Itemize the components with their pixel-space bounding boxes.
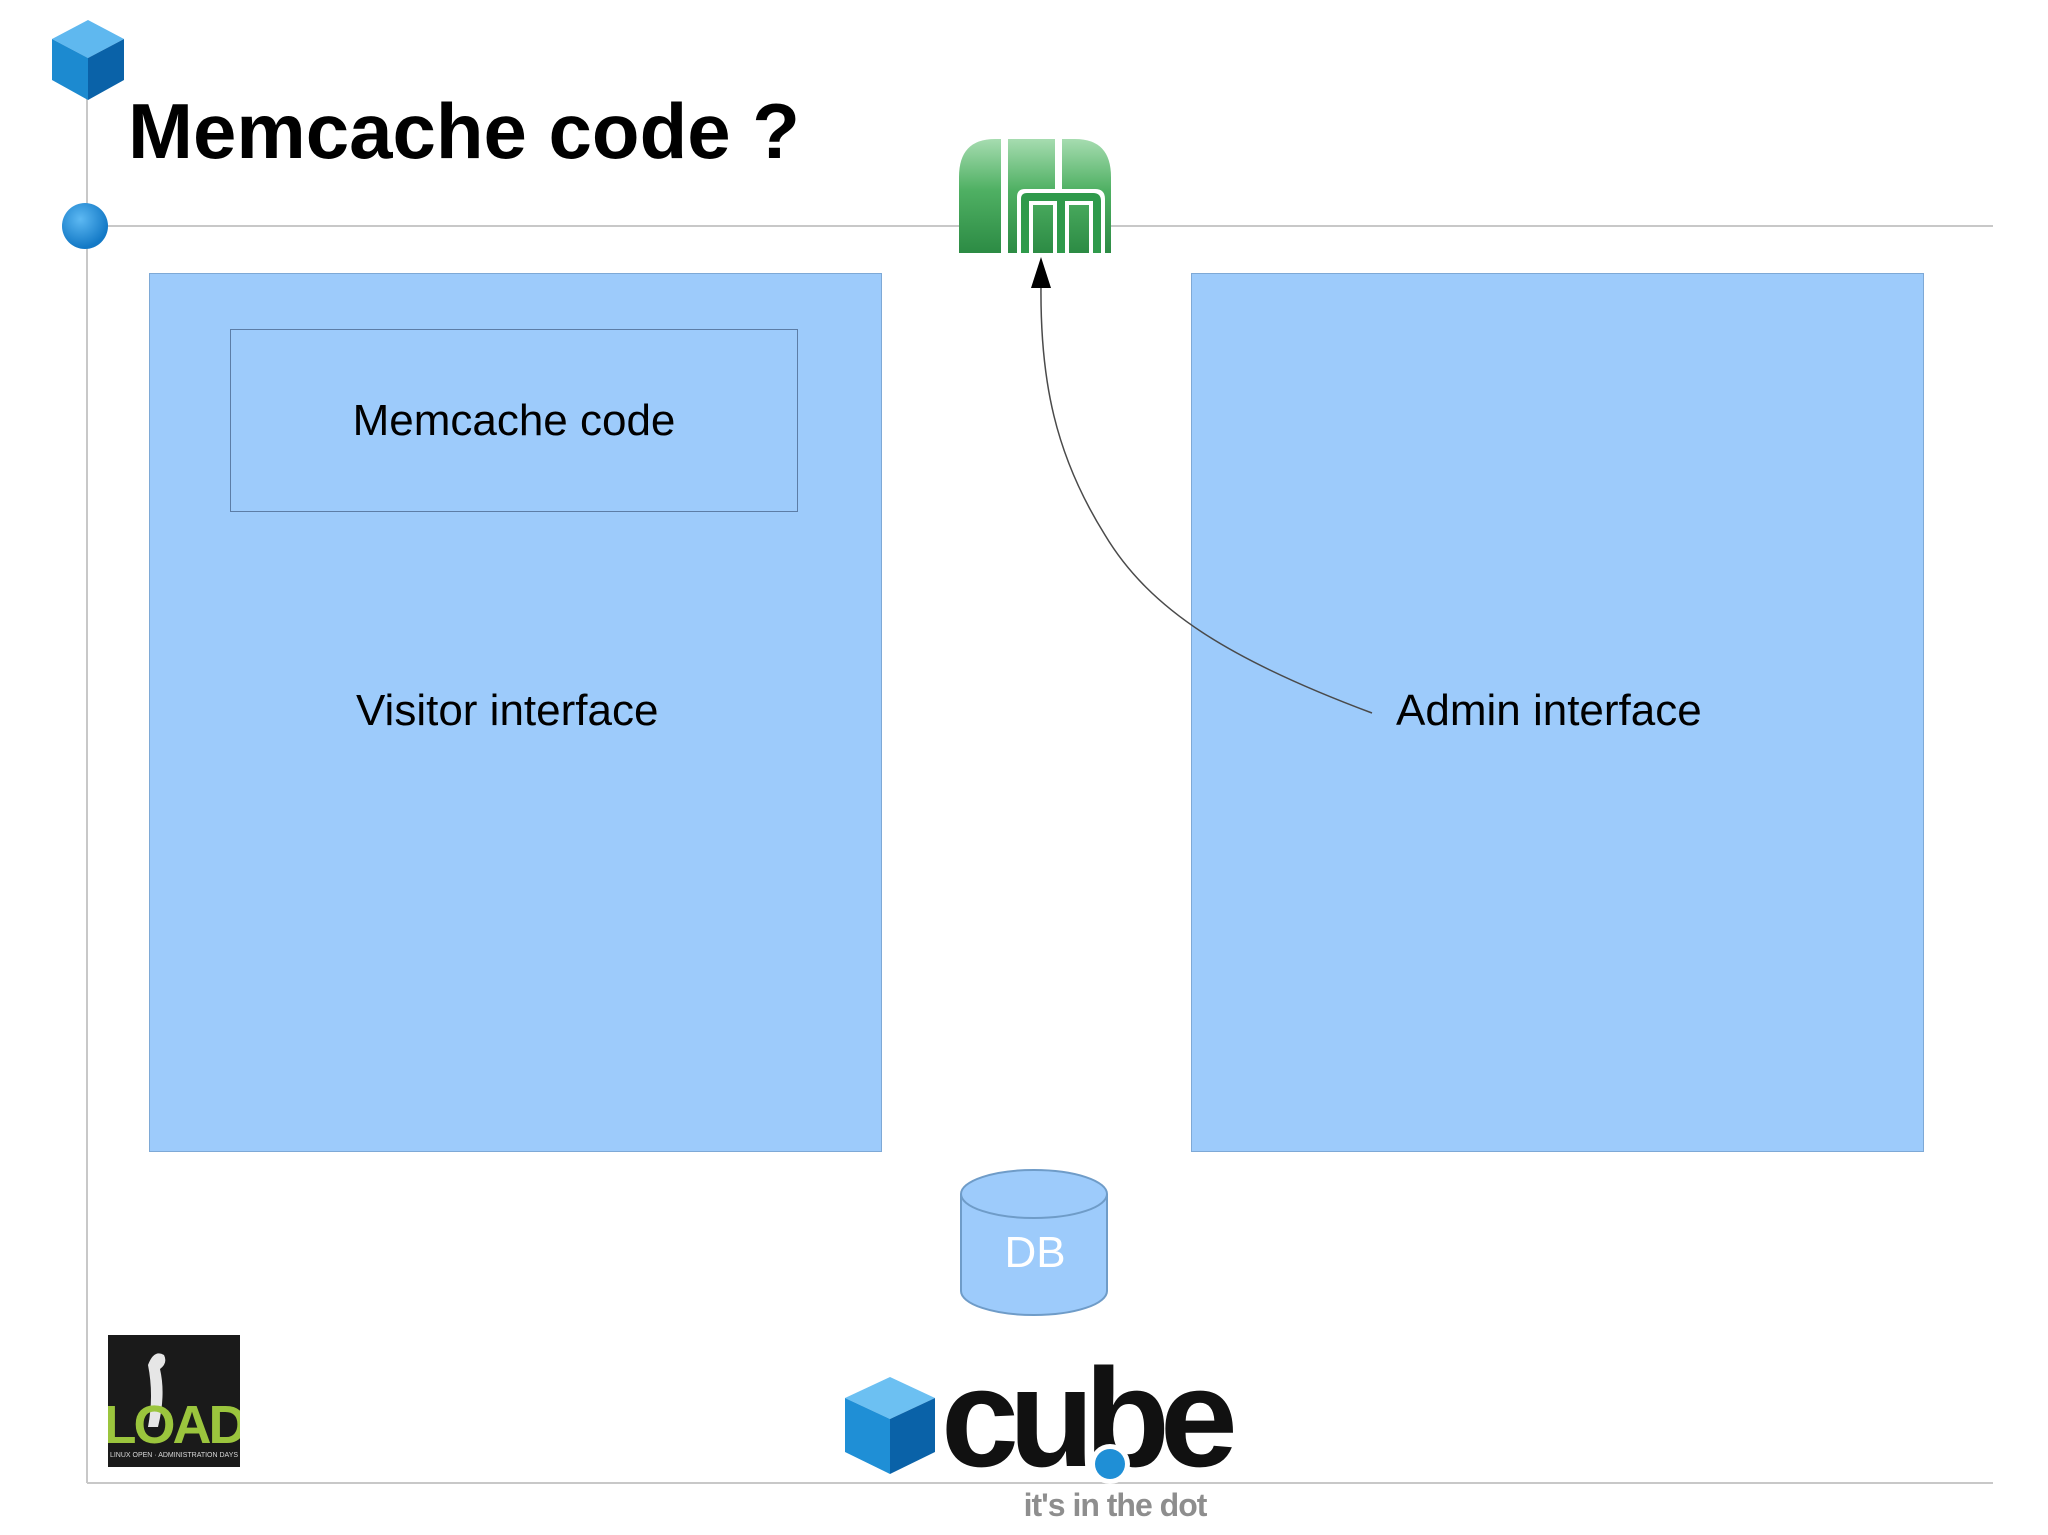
svg-text:LOAD: LOAD bbox=[108, 1395, 240, 1455]
header-dot-icon bbox=[62, 203, 108, 249]
database-cylinder-icon bbox=[960, 1169, 1108, 1316]
cube-logo: cube bbox=[845, 1340, 1244, 1490]
slide-title: Memcache code ? bbox=[128, 87, 800, 175]
visitor-interface-label: Visitor interface bbox=[356, 686, 659, 735]
svg-text:LINUX OPEN · ADMINISTRATION DA: LINUX OPEN · ADMINISTRATION DAYS bbox=[110, 1452, 238, 1459]
cube-tagline: it's in the dot bbox=[1023, 1487, 1208, 1523]
load-logo: LOAD LINUX OPEN · ADMINISTRATION DAYS bbox=[108, 1335, 240, 1467]
memcache-code-label: Memcache code bbox=[352, 395, 676, 445]
memcached-logo-icon bbox=[959, 139, 1111, 253]
svg-text:cube: cube bbox=[941, 1340, 1234, 1490]
visitor-interface-panel bbox=[149, 273, 882, 1152]
corner-cube-icon bbox=[52, 20, 124, 100]
arrowhead-icon bbox=[1031, 257, 1051, 288]
memcache-code-box: Memcache code bbox=[230, 329, 798, 512]
admin-interface-label: Admin interface bbox=[1396, 686, 1702, 735]
admin-interface-panel bbox=[1191, 273, 1924, 1152]
database-label: DB bbox=[1004, 1228, 1066, 1277]
